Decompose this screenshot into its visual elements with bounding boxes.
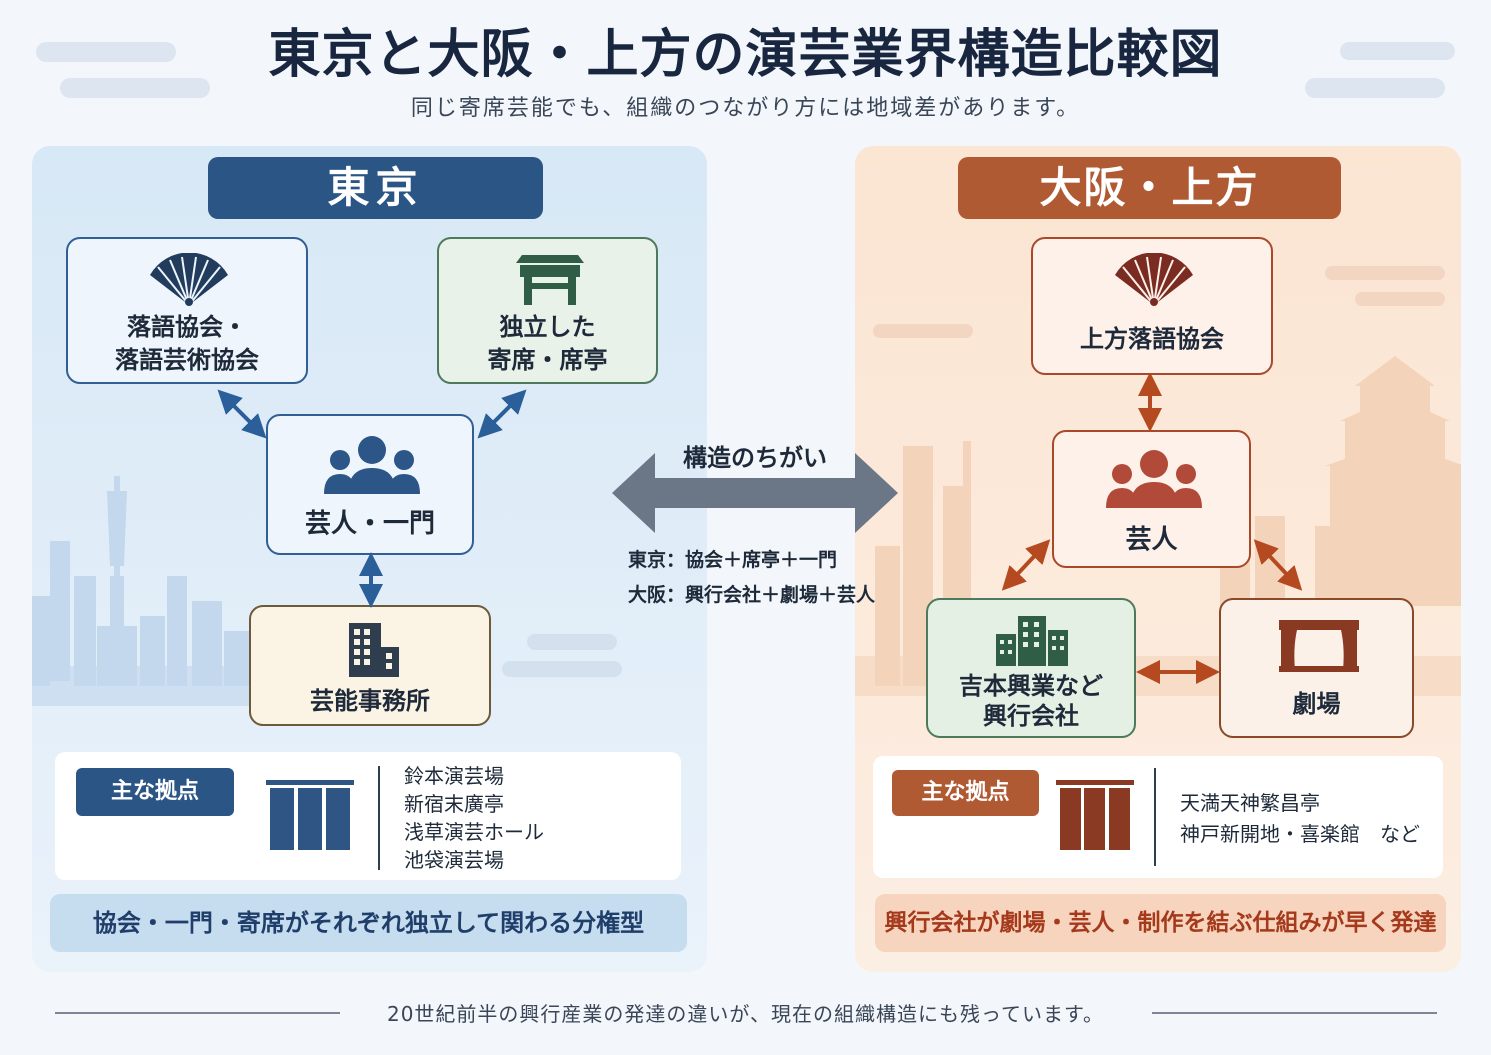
people-group-icon xyxy=(324,436,420,494)
list-item: 新宿末廣亭 xyxy=(404,792,504,816)
tokyo-bases-tag: 主な拠点 xyxy=(76,768,234,816)
cloud-decoration xyxy=(36,42,176,62)
tokyo-association-node: 落語協会・ 落語芸術協会 xyxy=(66,237,308,384)
footer-divider-right xyxy=(1152,1012,1437,1014)
cloud-decoration xyxy=(60,78,210,98)
theater-stage-icon xyxy=(1279,620,1359,672)
tokyo-summary: 協会・一門・寄席がそれぞれ独立して関わる分権型 xyxy=(50,894,687,952)
tokyo-skyline-icon xyxy=(32,476,622,706)
tokyo-performers-node: 芸人・一門 xyxy=(266,414,474,555)
cloud-decoration xyxy=(1340,42,1455,60)
osaka-theater-node: 劇場 xyxy=(1219,598,1414,738)
torii-gate-icon xyxy=(516,255,584,305)
list-item: 神戸新開地・喜楽館 など xyxy=(1180,822,1420,846)
list-item: 天満天神繁昌亭 xyxy=(1180,791,1320,815)
osaka-bases-divider xyxy=(1154,768,1156,866)
center-osaka-line: 大阪：興行会社＋劇場＋芸人 xyxy=(628,584,876,606)
osaka-association-node: 上方落語協会 xyxy=(1031,237,1273,375)
center-tokyo-line: 東京：協会＋席亭＋一門 xyxy=(628,549,838,571)
noren-curtain-icon xyxy=(1056,780,1134,850)
center-double-arrow xyxy=(612,453,898,533)
osaka-company-line2: 興行会社 xyxy=(983,702,1079,730)
folding-fan-icon xyxy=(150,253,228,306)
tokyo-venues-line2: 寄席・席亭 xyxy=(487,346,608,374)
osaka-company-line1: 吉本興業など xyxy=(959,672,1103,700)
cloud-decoration xyxy=(1305,78,1445,98)
center-label: 構造のちがい xyxy=(683,444,827,472)
osaka-theater-label: 劇場 xyxy=(1292,690,1341,718)
list-item: 鈴本演芸場 xyxy=(404,764,504,788)
noren-curtain-icon xyxy=(266,780,354,850)
footer-divider-left xyxy=(55,1012,340,1014)
footer-note: 20世紀前半の興行産業の発達の違いが、現在の組織構造にも残っています。 xyxy=(386,1002,1105,1026)
osaka-bases-list: 天満天神繁昌亭 神戸新開地・喜楽館 など xyxy=(1180,788,1420,850)
tokyo-agency-label: 芸能事務所 xyxy=(310,687,430,715)
arrow-association-performers xyxy=(217,389,267,439)
osaka-company-node: 吉本興業など 興行会社 xyxy=(926,598,1136,738)
osaka-summary: 興行会社が劇場・芸人・制作を結ぶ仕組みが早く発達 xyxy=(875,894,1446,952)
tokyo-venues-line1: 独立した xyxy=(499,313,596,341)
tokyo-performers-label: 芸人・一門 xyxy=(304,509,435,539)
tokyo-bases-divider xyxy=(378,766,380,870)
office-building-icon xyxy=(349,623,399,677)
osaka-performers-node: 芸人 xyxy=(1052,430,1251,568)
osaka-header: 大阪・上方 xyxy=(958,157,1341,219)
osaka-performers-label: 芸人 xyxy=(1125,525,1178,555)
office-buildings-icon xyxy=(996,616,1068,666)
tokyo-header: 東京 xyxy=(208,157,543,219)
arrow-performers-theater xyxy=(1253,539,1303,591)
osaka-association-label: 上方落語協会 xyxy=(1080,325,1224,353)
page-title: 東京と大阪・上方の演芸業界構造比較図 xyxy=(268,25,1223,85)
tokyo-bases-list: 鈴本演芸場 新宿末廣亭 浅草演芸ホール 池袋演芸場 xyxy=(404,762,544,874)
tokyo-association-line2: 落語芸術協会 xyxy=(115,346,259,374)
osaka-bases-tag: 主な拠点 xyxy=(892,770,1039,816)
tokyo-venues-node: 独立した 寄席・席亭 xyxy=(437,237,658,384)
page-subtitle: 同じ寄席芸能でも、組織のつながり方には地域差があります。 xyxy=(410,96,1081,121)
arrow-performers-company xyxy=(1001,539,1051,591)
tokyo-agency-node: 芸能事務所 xyxy=(249,605,491,726)
arrow-venues-performers xyxy=(477,389,527,439)
list-item: 池袋演芸場 xyxy=(404,848,504,872)
people-group-icon xyxy=(1106,450,1202,508)
list-item: 浅草演芸ホール xyxy=(404,820,544,844)
tokyo-association-line1: 落語協会・ xyxy=(127,313,247,341)
folding-fan-icon xyxy=(1115,253,1193,306)
